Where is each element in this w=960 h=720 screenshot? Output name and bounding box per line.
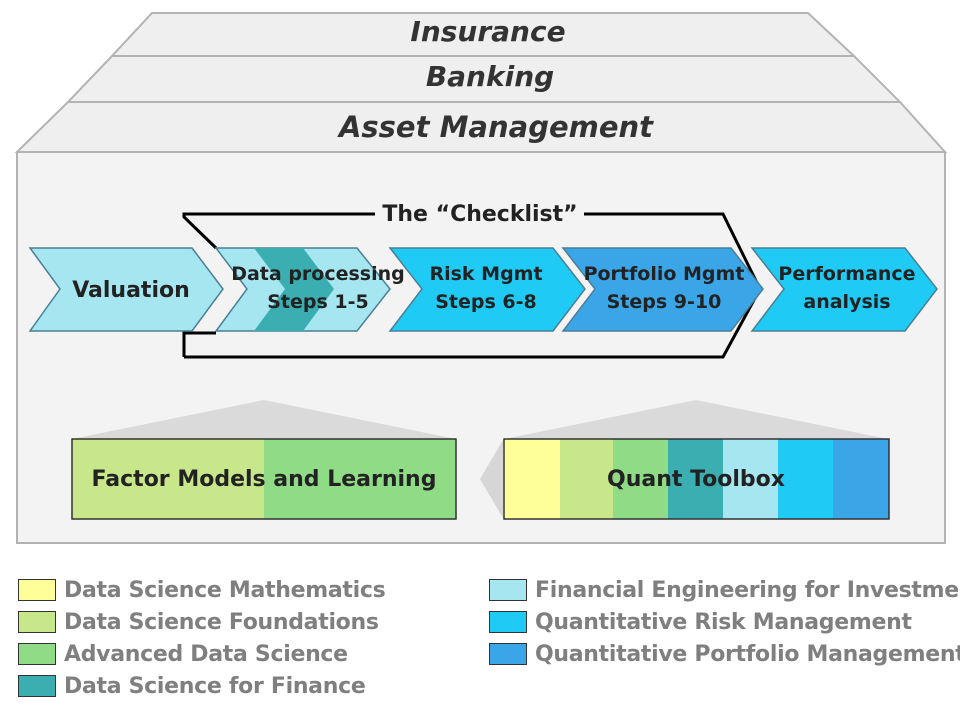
toolbox-border [503,438,890,520]
toolbox-segment-fin-engineering [723,439,778,519]
factor-box-segment-advanced [264,439,456,519]
chevron-risk-mgmt-line1: Risk Mgmt [429,263,542,285]
toolbox-segment-mathematics [504,439,560,519]
roof-label-asset-management: Asset Management [337,110,654,144]
chevron-risk-mgmt-line2: Steps 6-8 [435,291,537,313]
chevron-portfolio-mgmt-line1: Portfolio Mgmt [584,263,745,285]
toolbox-segment-risk [778,439,833,519]
checklist-outline-top [182,212,375,250]
toolbox-segment-advanced [613,439,668,519]
toolbox-segment-foundations [560,439,613,519]
roof-label-banking: Banking [426,60,554,93]
factor-box-label: Factor Models and Learning [92,467,437,492]
toolbox-segment-portfolio [833,439,889,519]
factor-models-box: Factor Models and Learning [71,438,457,520]
data-processing-band [254,248,334,331]
toolbox-shadow [504,400,888,439]
checklist-title: The “Checklist” [382,202,577,227]
quant-toolbox-box: Quant Toolbox [503,438,890,520]
chevron-portfolio-mgmt [561,247,764,332]
factor-box-border [71,438,457,520]
chevron-performance-line2: analysis [803,291,890,313]
toolbox-label: Quant Toolbox [607,467,785,492]
chevron-data-processing-line2: Steps 1-5 [267,291,369,313]
chevron-performance-analysis [750,247,938,332]
checklist-outline-left-bottom [182,331,216,357]
roof: Insurance Banking Asset Management [14,12,948,153]
chevron-portfolio-mgmt-line2: Steps 9-10 [607,291,722,313]
factor-box-segment-foundations [72,439,264,519]
chevron-data-processing-line1: Data processing [231,263,405,285]
chevron-valuation-label: Valuation [72,278,190,303]
factor-box-shadow [72,400,456,439]
pipeline: Valuation Data processing Steps 1-5 Risk… [28,247,938,332]
toolbox-to-factor-arrow [480,440,503,518]
toolbox-segment-ds-finance [668,439,723,519]
chevron-valuation [28,247,224,332]
roof-label-insurance: Insurance [410,15,565,48]
chevron-risk-mgmt [388,247,586,332]
chevron-performance-line1: Performance [778,263,915,285]
